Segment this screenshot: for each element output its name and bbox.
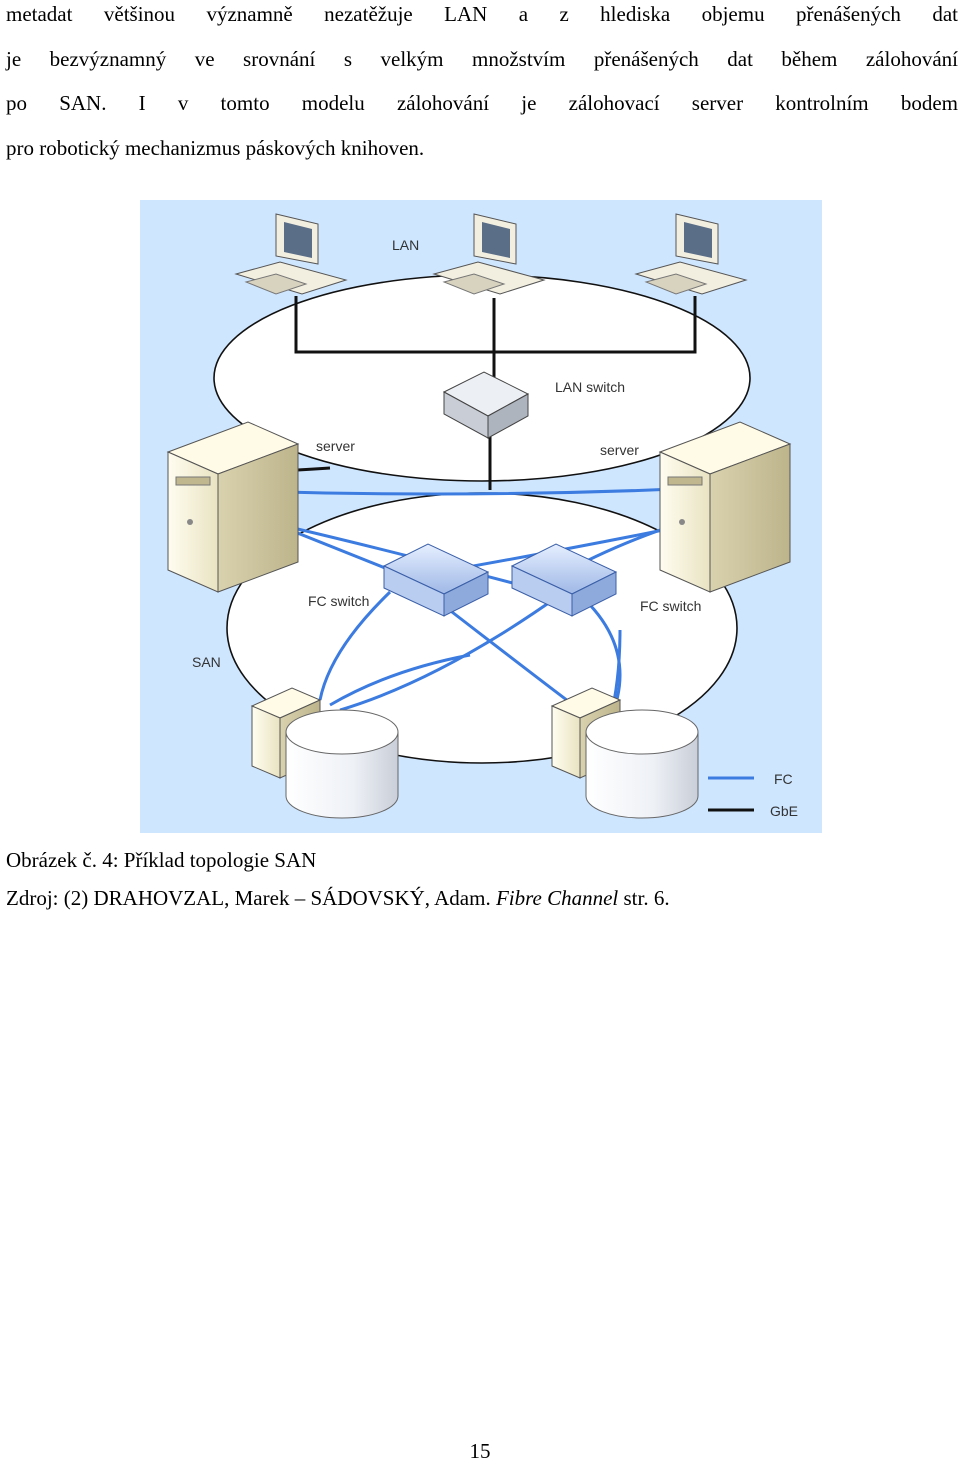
paragraph-line: metadat většinou významně nezatěžuje LAN… xyxy=(6,2,958,26)
body-paragraph: metadat většinou významně nezatěžuje LAN… xyxy=(6,0,958,170)
server-left-label: server xyxy=(316,438,355,454)
server-icon xyxy=(166,421,300,593)
san-label: SAN xyxy=(192,654,221,670)
workstation-icon xyxy=(432,213,546,295)
workstation-icon xyxy=(234,213,348,295)
lan-switch-label: LAN switch xyxy=(555,379,625,395)
source-prefix: Zdroj: (2) DRAHOVZAL, Marek – SÁDOVSKÝ, … xyxy=(6,886,496,910)
disk-array-icon xyxy=(585,709,699,819)
workstation-icon xyxy=(634,213,748,295)
disk-array-icon xyxy=(285,709,399,819)
page-number: 15 xyxy=(469,1439,491,1463)
paragraph-line: pro robotický mechanizmus páskových knih… xyxy=(6,135,425,160)
paragraph-line: je bezvýznamný ve srovnání s velkým množ… xyxy=(6,46,958,71)
san-topology-figure: LAN LAN switch server server FC switch F… xyxy=(140,200,822,833)
fc-switch-right-label: FC switch xyxy=(640,598,701,614)
legend-gbe-label: GbE xyxy=(770,803,798,819)
source-suffix: str. 6. xyxy=(618,886,670,910)
legend-fc-label: FC xyxy=(774,771,793,787)
fc-switch-left-label: FC switch xyxy=(308,593,369,609)
figure-caption: Obrázek č. 4: Příklad topologie SAN xyxy=(6,848,317,872)
server-icon xyxy=(658,421,792,593)
fc-switch-icon xyxy=(382,543,490,617)
fc-switch-icon xyxy=(510,543,618,617)
server-right-label: server xyxy=(600,442,639,458)
paragraph-line: po SAN. I v tomto modelu zálohování je z… xyxy=(6,91,958,115)
lan-label: LAN xyxy=(392,237,419,253)
figure-source: Zdroj: (2) DRAHOVZAL, Marek – SÁDOVSKÝ, … xyxy=(6,883,670,913)
lan-switch-icon xyxy=(442,371,530,439)
source-title: Fibre Channel xyxy=(495,886,619,910)
